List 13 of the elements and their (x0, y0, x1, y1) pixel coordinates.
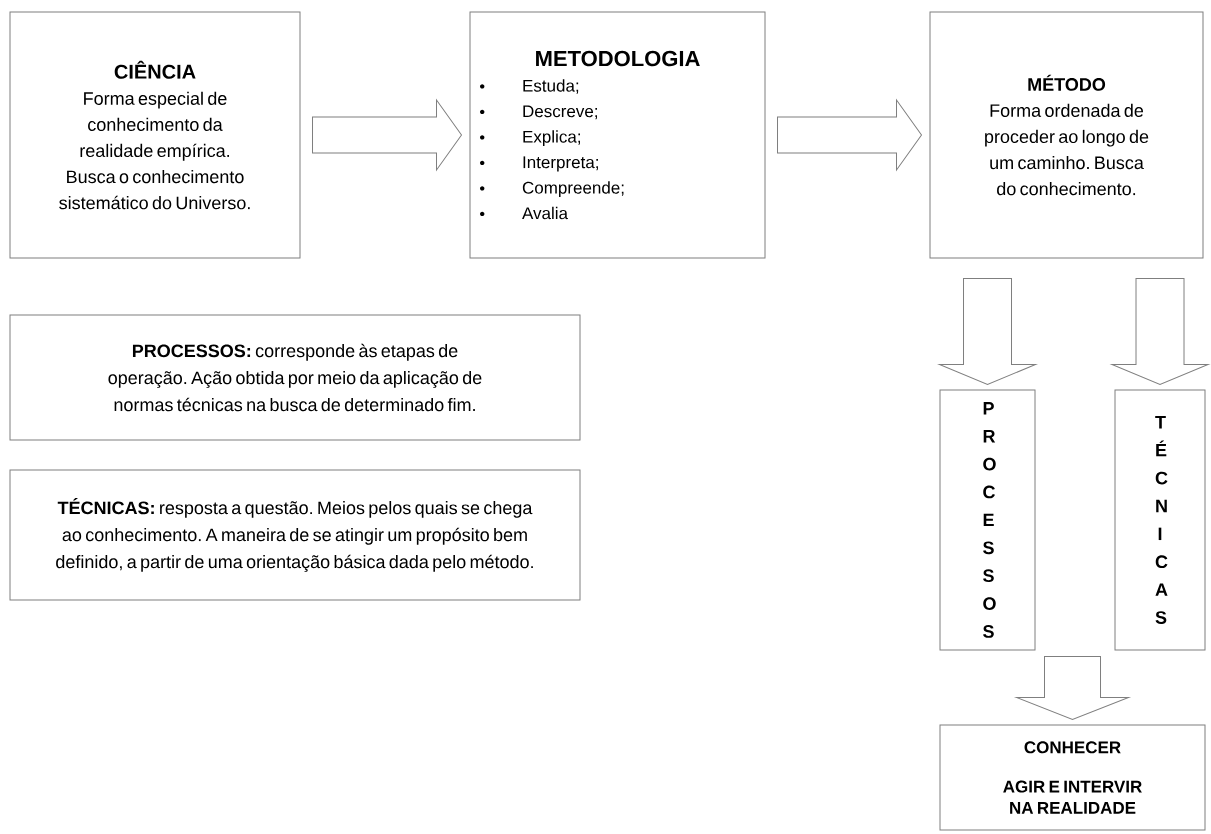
concept-box: CIÊNCIA Forma especial de conhecimento da realidade empírica. Busca o conhecimento sistemático do Universo. (9, 11, 301, 259)
block-arrow (777, 99, 922, 171)
concept-box: MÉTODO Forma ordenada de proceder ao longo de um caminho. Busca do conhecimento. (929, 11, 1204, 259)
block-arrow (312, 99, 462, 171)
block-arrow (1111, 278, 1209, 385)
column-box: TÉCNICAS (1114, 389, 1206, 651)
block-arrow (1016, 656, 1129, 720)
column-box: PROCESSOS (939, 389, 1036, 651)
block-arrow (939, 278, 1036, 385)
definition-box: TÉCNICAS: resposta a questão. Meios pelos quais se chega ao conhecimento. A maneira de se atingir um propósito bem definido, a partir de uma orientação básica dada pelo método. (9, 469, 581, 601)
definition-box: PROCESSOS: corresponde às etapas de operação. Ação obtida por meio da aplicação de normas técnicas na busca de determinado fim. (9, 314, 581, 441)
result-box: CONHECER AGIR E INTERVIR NA REALIDADE (939, 724, 1206, 831)
list-box: METODOLOGIA Estuda; Descreve; Explica; Interpreta; Compreende; Avalia (469, 11, 766, 259)
